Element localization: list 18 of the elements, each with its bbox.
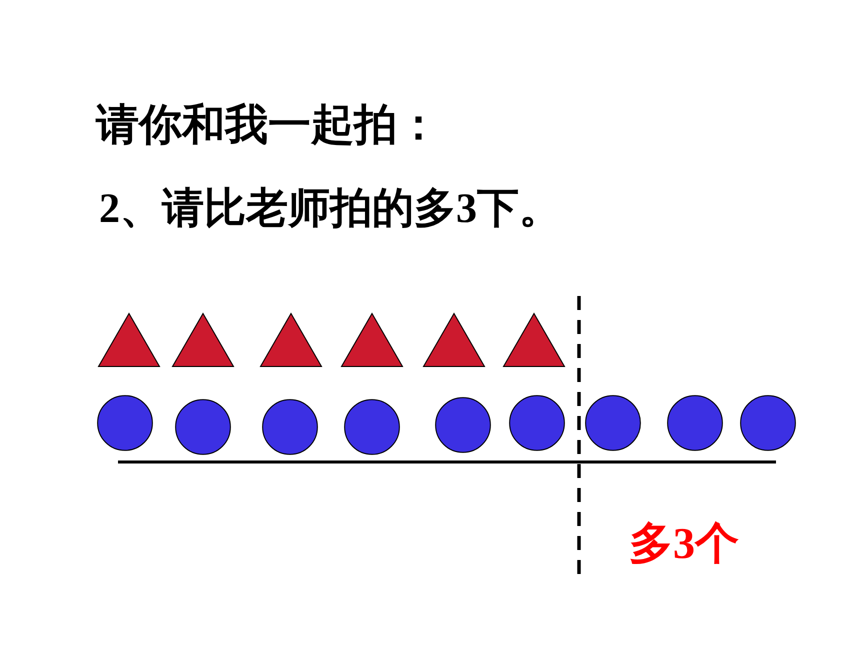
triangle — [423, 313, 485, 367]
circle — [262, 399, 318, 455]
triangle — [341, 313, 403, 367]
difference-label: 多3个 — [629, 520, 739, 568]
heading: 请你和我一起拍： — [96, 102, 440, 150]
triangle — [98, 313, 160, 367]
circle — [585, 395, 641, 451]
triangle — [503, 313, 565, 367]
triangle — [260, 313, 322, 367]
circle — [740, 395, 796, 451]
circle — [509, 395, 565, 451]
circle — [344, 399, 400, 455]
triangle — [172, 313, 234, 367]
question-text: 2、请比老师拍的多3下。 — [99, 186, 561, 232]
circle — [435, 397, 491, 453]
circle — [175, 399, 231, 455]
circle — [97, 395, 153, 451]
circle — [667, 395, 723, 451]
